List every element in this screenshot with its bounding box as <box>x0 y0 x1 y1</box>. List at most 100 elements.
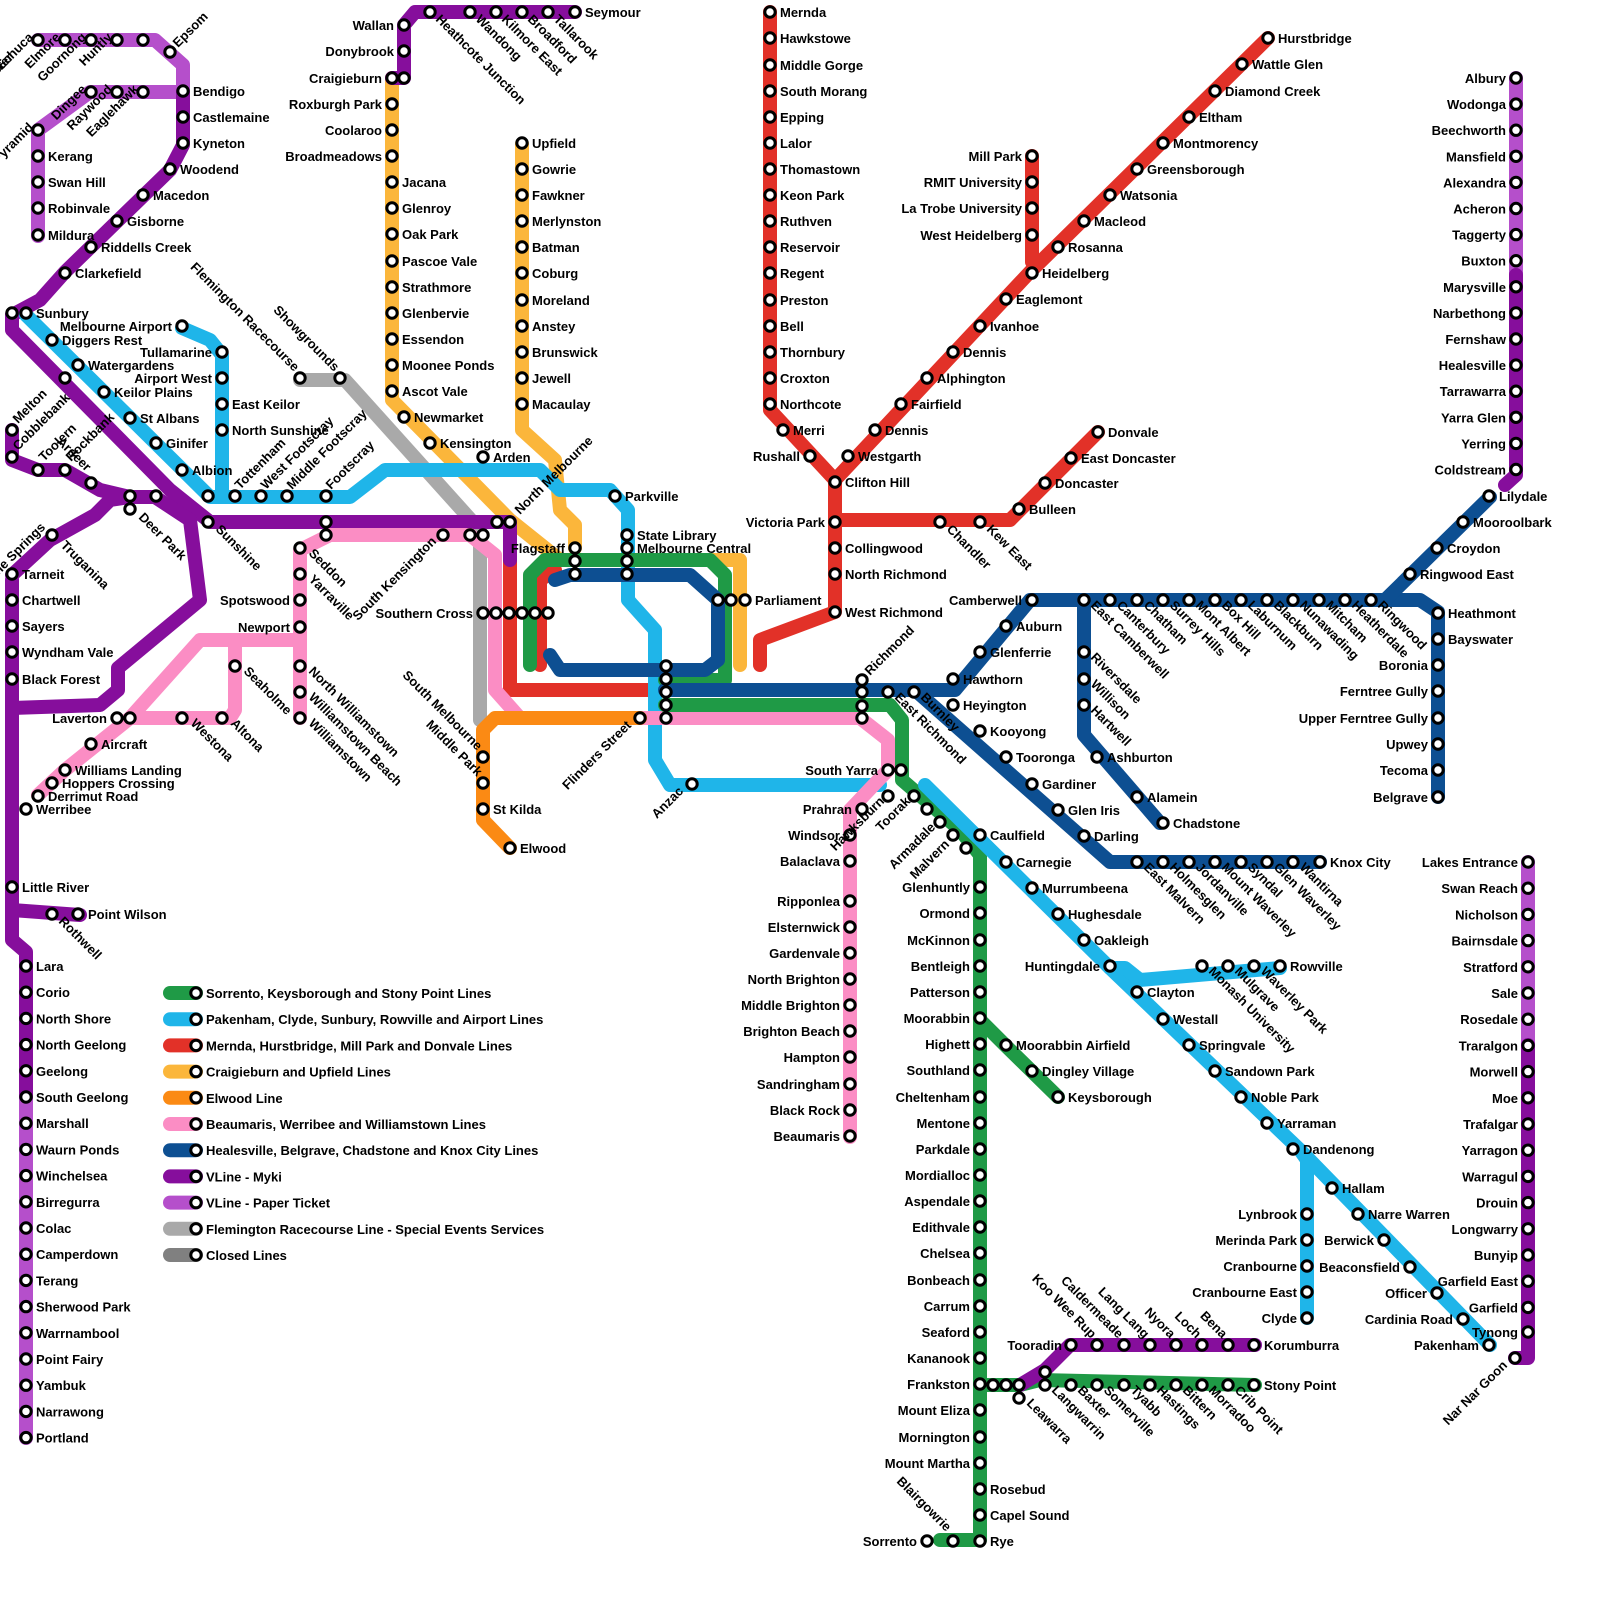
station-buxton[interactable] <box>1511 256 1521 266</box>
station-crib-point[interactable] <box>1223 1380 1233 1390</box>
station-upwey[interactable] <box>1433 739 1443 749</box>
station-thomastown[interactable] <box>765 164 775 174</box>
station-greensborough[interactable] <box>1132 164 1142 174</box>
station-robinvale[interactable] <box>33 203 43 213</box>
station-stratford[interactable] <box>1523 962 1533 972</box>
station-keilor-plains[interactable] <box>99 387 109 397</box>
station-koo-wee-rup[interactable] <box>1092 1340 1102 1350</box>
station-sayers[interactable] <box>7 621 17 631</box>
station-middle-brighton[interactable] <box>845 1000 855 1010</box>
station-clarkefield[interactable] <box>60 268 70 278</box>
station-flagstaff[interactable] <box>570 556 580 566</box>
station-rosebud[interactable] <box>975 1484 985 1494</box>
station-west-richmond[interactable] <box>830 607 840 617</box>
station-donybrook[interactable] <box>399 46 409 56</box>
station-hawkstowe[interactable] <box>765 33 775 43</box>
station-black-rock[interactable] <box>845 1105 855 1115</box>
station-oak-park[interactable] <box>387 229 397 239</box>
station-point-wilson[interactable] <box>73 909 83 919</box>
station-mount-waverley[interactable] <box>1210 857 1220 867</box>
station-knox-city[interactable] <box>1315 857 1325 867</box>
station-hartwell[interactable] <box>1079 700 1089 710</box>
station-hawksburn[interactable] <box>883 791 893 801</box>
station-hampton[interactable] <box>845 1052 855 1062</box>
station-gardiner[interactable] <box>1027 779 1037 789</box>
station-epsom[interactable] <box>165 47 175 57</box>
station-craigieburn[interactable] <box>387 73 397 83</box>
station-heidelberg[interactable] <box>1027 268 1037 278</box>
station-kilmore-east[interactable] <box>491 7 501 17</box>
station-capel-sound[interactable] <box>975 1510 985 1520</box>
station-mordialloc[interactable] <box>975 1170 985 1180</box>
station-south-kensington[interactable] <box>438 530 448 540</box>
station-wandong[interactable] <box>465 7 475 17</box>
station-moonee-ponds[interactable] <box>387 360 397 370</box>
station-garfield-east[interactable] <box>1523 1276 1533 1286</box>
station-west-footscray[interactable] <box>256 491 266 501</box>
station-swan-hill[interactable] <box>33 177 43 187</box>
station-clifton-hill[interactable] <box>830 477 840 487</box>
station-batman[interactable] <box>517 242 527 252</box>
station-sale[interactable] <box>1523 988 1533 998</box>
station-point-fairy[interactable] <box>21 1354 31 1364</box>
station-taggerty[interactable] <box>1511 229 1521 239</box>
station-coolaroo[interactable] <box>387 125 397 135</box>
station-wantirna[interactable] <box>1288 857 1298 867</box>
station-north-brighton[interactable] <box>845 974 855 984</box>
station-terang[interactable] <box>21 1275 31 1285</box>
station-glenbervie[interactable] <box>387 308 397 318</box>
station-glen-waverley[interactable] <box>1262 857 1272 867</box>
station-auburn[interactable] <box>1001 621 1011 631</box>
station-flinders-street[interactable] <box>661 661 671 671</box>
station-bell[interactable] <box>765 321 775 331</box>
station-tynong[interactable] <box>1523 1327 1533 1337</box>
station-watergardens[interactable] <box>73 360 83 370</box>
station-essendon[interactable] <box>387 334 397 344</box>
station-altona[interactable] <box>217 713 227 723</box>
station-blairgowrie[interactable] <box>948 1536 958 1546</box>
station-jacana[interactable] <box>387 177 397 187</box>
station-kooyong[interactable] <box>975 726 985 736</box>
station-waverley-park[interactable] <box>1249 961 1259 971</box>
station-hawthorn[interactable] <box>948 674 958 684</box>
station-marshall[interactable] <box>21 1118 31 1128</box>
station-cranbourne-east[interactable] <box>1302 1287 1312 1297</box>
station-chadstone[interactable] <box>1158 818 1168 828</box>
station-arden[interactable] <box>478 452 488 462</box>
station-darling[interactable] <box>1079 831 1089 841</box>
station-laverton[interactable] <box>125 713 135 723</box>
station-sandringham[interactable] <box>845 1079 855 1089</box>
station-south-yarra[interactable] <box>896 765 906 775</box>
station-mill-park[interactable] <box>1027 151 1037 161</box>
station-nar-nar-goon[interactable] <box>1510 1353 1520 1363</box>
station-caroline-springs[interactable] <box>47 530 57 540</box>
station-seaford[interactable] <box>975 1327 985 1337</box>
station-east-keilor[interactable] <box>217 399 227 409</box>
station-cheltenham[interactable] <box>975 1092 985 1102</box>
station-upfield[interactable] <box>517 138 527 148</box>
station-toorak[interactable] <box>922 804 932 814</box>
station-chartwell[interactable] <box>7 595 17 605</box>
station-riddells-creek[interactable] <box>86 242 96 252</box>
station-mornington[interactable] <box>975 1432 985 1442</box>
station-beechworth[interactable] <box>1511 125 1521 135</box>
station-broadford[interactable] <box>517 7 527 17</box>
station-richmond[interactable] <box>857 713 867 723</box>
station-portland[interactable] <box>21 1432 31 1442</box>
station-dingley-village[interactable] <box>1027 1066 1037 1076</box>
station-seddon[interactable] <box>295 543 305 553</box>
station-north-richmond[interactable] <box>830 569 840 579</box>
station-williams-landing[interactable] <box>60 765 70 775</box>
station-middle-park[interactable] <box>478 778 488 788</box>
station-wyndham-vale[interactable] <box>7 647 17 657</box>
station-flinders-street[interactable] <box>661 713 671 723</box>
station-patterson[interactable] <box>975 987 985 997</box>
station-birregurra[interactable] <box>21 1197 31 1207</box>
station-black-forest[interactable] <box>7 674 17 684</box>
station-deer-park[interactable] <box>125 491 135 501</box>
station-alexandra[interactable] <box>1511 177 1521 187</box>
station-anzac[interactable] <box>687 779 697 789</box>
station-north-shore[interactable] <box>21 1013 31 1023</box>
station-hoppers-crossing[interactable] <box>47 778 57 788</box>
station-rosanna[interactable] <box>1053 242 1063 252</box>
